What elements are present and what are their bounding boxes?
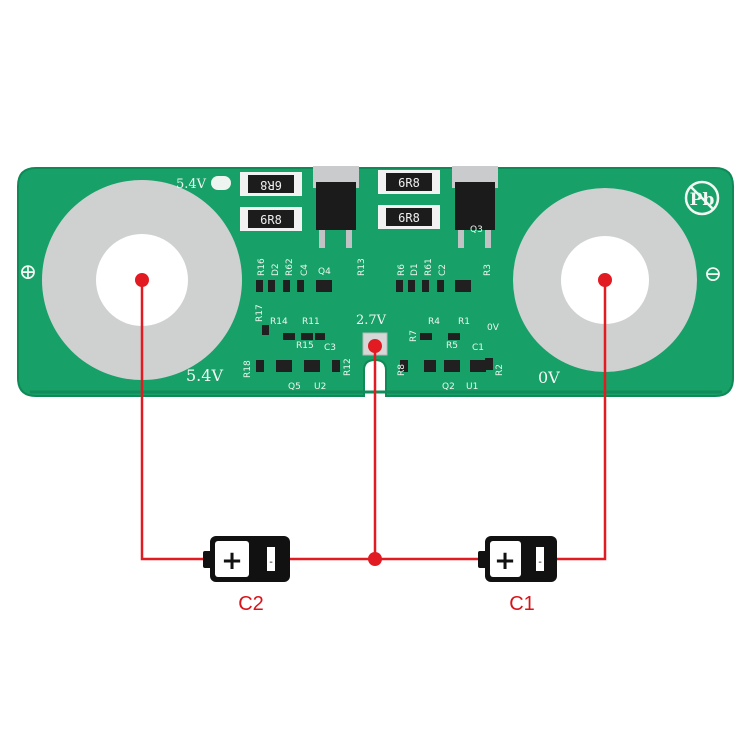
mosfet-right [452, 166, 498, 248]
ref-r15: R15 [296, 341, 314, 351]
ref-d2: D2 [271, 263, 281, 276]
wiring [140, 280, 607, 561]
plus-symbol: ⊕ [19, 260, 37, 285]
minus-sign: - [269, 557, 273, 568]
battery-c1-icon: + - [478, 536, 557, 582]
resistor-code: 6R8 [398, 211, 420, 225]
smd-components [256, 280, 493, 372]
ref-r3: R3 [483, 264, 493, 276]
resistor-code: 6R8 [260, 213, 282, 227]
ref-u1: U1 [466, 382, 478, 392]
cell-label-c1: C1 [509, 593, 535, 615]
cell-label-c2: C2 [238, 593, 264, 615]
ref-c4: C4 [300, 264, 310, 276]
ref-r8: R8 [397, 364, 407, 376]
ref-r61: R61 [424, 258, 434, 276]
test-pad [211, 176, 231, 190]
battery-c2-icon: + - [203, 536, 290, 582]
ref-r18: R18 [243, 360, 253, 378]
component-refs: R16 D2 R62 C4 Q4 R13 R6 D1 R61 C2 R3 Q3 … [243, 225, 505, 392]
resistor-r-top-right: 6R8 [378, 170, 440, 194]
plus-sign: + [494, 546, 516, 576]
pad-right-label: 0V [538, 368, 560, 387]
ref-q3: Q3 [470, 225, 483, 235]
ref-r6: R6 [397, 264, 407, 276]
resistor-r-top-left: 6R8 [240, 172, 302, 196]
wire-left [140, 280, 210, 561]
mid-voltage-label: 2.7V [356, 313, 387, 328]
wire-right [555, 280, 607, 561]
ref-r17: R17 [255, 304, 265, 322]
ref-q4: Q4 [318, 267, 331, 277]
resistor-code: 6R8 [398, 176, 420, 190]
node-mid-tap [368, 339, 382, 353]
ref-c1: C1 [472, 343, 484, 353]
ref-d1: D1 [410, 263, 420, 276]
ref-c3: C3 [324, 343, 336, 353]
plus-sign: + [221, 546, 243, 576]
ref-q5: Q5 [288, 382, 301, 392]
mosfet-left [313, 166, 359, 248]
pad-left-label: 5.4V [186, 366, 223, 385]
node-left-pad [135, 273, 149, 287]
ref-r16: R16 [257, 258, 267, 276]
resistor-code: 6R8 [260, 178, 282, 192]
minus-sign: - [538, 557, 542, 568]
ref-r62: R62 [285, 258, 295, 276]
ref-r11: R11 [302, 317, 320, 327]
node-junction [368, 552, 382, 566]
ref-q2: Q2 [442, 382, 455, 392]
small-0v-label: 0V [487, 323, 500, 333]
ref-r7: R7 [409, 330, 419, 342]
minus-symbol: ⊖ [704, 262, 722, 287]
ref-r5: R5 [446, 341, 458, 351]
ref-r12: R12 [343, 358, 353, 376]
ref-u2: U2 [314, 382, 326, 392]
ref-c2: C2 [438, 264, 448, 276]
ref-r13: R13 [357, 258, 367, 276]
node-right-pad [598, 273, 612, 287]
pb-free-icon: Pb [684, 180, 720, 216]
resistor-r-mid-right: 6R8 [378, 205, 440, 229]
top-voltage-label: 5.4V [176, 177, 207, 192]
ref-r4: R4 [428, 317, 440, 327]
resistor-r-mid-left: 6R8 [240, 207, 302, 231]
ref-r2: R2 [495, 364, 505, 376]
ref-r14: R14 [270, 317, 288, 327]
ref-r1: R1 [458, 317, 470, 327]
